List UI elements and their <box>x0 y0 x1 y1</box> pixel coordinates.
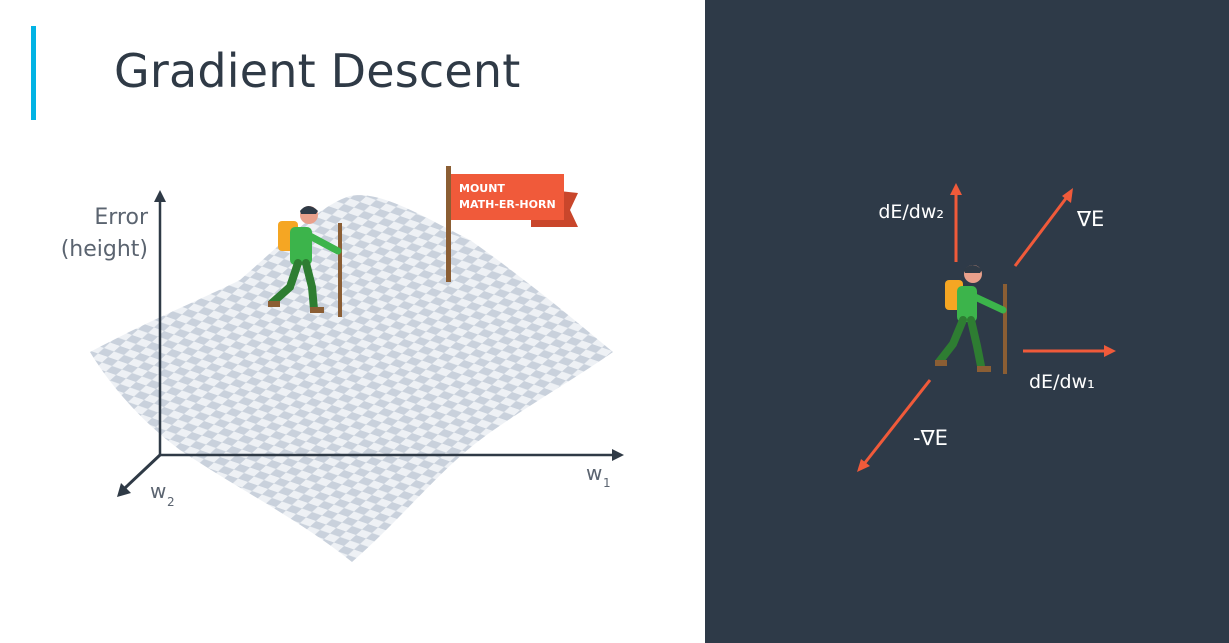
z-axis-label: w <box>150 479 166 503</box>
flag-banner <box>451 174 564 220</box>
neg-gradient-arrowhead <box>857 459 870 472</box>
label-neg-gradient: -∇E <box>913 426 948 450</box>
page-title: Gradient Descent <box>114 44 521 98</box>
flag-text-line1: MOUNT <box>459 182 505 195</box>
flag-icon: MOUNT MATH-ER-HORN <box>446 166 578 282</box>
y-axis-label-height: (height) <box>61 237 148 262</box>
up-arrowhead <box>950 183 962 195</box>
error-surface-diagram: Error (height) w 1 w 2 MOUNT MATH-ER-HOR… <box>61 166 624 562</box>
error-surface <box>90 195 613 562</box>
right-arrowhead <box>1104 345 1116 357</box>
label-gradient: ∇E <box>1076 207 1104 231</box>
neg-gradient-arrow-icon <box>862 379 932 465</box>
label-dE-dw2: dE/dw₂ <box>878 201 944 223</box>
gradient-arrow-icon <box>1013 196 1069 267</box>
y-axis-label-error: Error <box>94 205 149 230</box>
flag-text-line2: MATH-ER-HORN <box>459 198 556 211</box>
z-axis-arrowhead <box>117 483 131 497</box>
x-axis-label: w <box>586 461 602 485</box>
y-axis-arrowhead <box>154 190 166 202</box>
gradient-vectors-diagram: dE/dw₂ ∇E dE/dw₁ -∇E <box>857 183 1116 472</box>
hiker-icon <box>935 265 1007 374</box>
gradient-arrowhead <box>1062 188 1073 203</box>
x-axis-arrowhead <box>612 449 624 461</box>
hiker-icon <box>268 206 342 317</box>
title-accent-bar <box>31 26 36 120</box>
x-axis-subscript: 1 <box>603 476 611 490</box>
label-dE-dw1: dE/dw₁ <box>1029 371 1095 393</box>
z-axis-subscript: 2 <box>167 495 175 509</box>
z-axis <box>123 453 162 490</box>
